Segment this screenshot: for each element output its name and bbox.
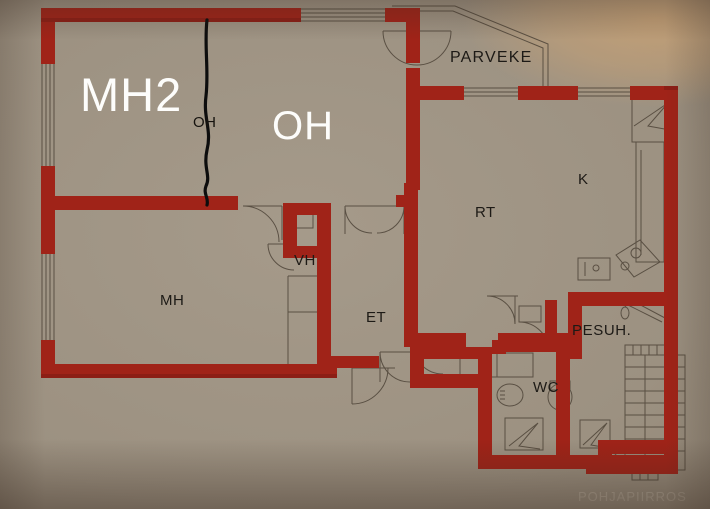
wall-rt-bottom-left — [404, 333, 466, 347]
wall-bottom-left — [41, 364, 337, 378]
double-door-et — [344, 205, 405, 234]
wall-vh-bottom — [283, 246, 317, 258]
window-balcony-b — [578, 87, 630, 97]
wall-top-left — [41, 8, 301, 22]
window-left-lower — [41, 247, 55, 346]
wall-right-lower — [664, 292, 678, 474]
wall-bottom-right-a — [598, 440, 664, 454]
wall-pesuh-stub — [556, 347, 582, 359]
wall-bottom-right-c — [598, 440, 612, 470]
wall-wc-jog — [492, 340, 506, 354]
wall-mh-divider — [48, 196, 238, 210]
wall-balcony-bottom-a — [406, 86, 464, 100]
room-label-oh-small: OH — [193, 114, 217, 131]
door-kitchen-corridor — [486, 295, 518, 325]
kitchen-fixtures — [577, 96, 673, 281]
room-label-k: K — [578, 171, 589, 188]
wall-shading — [41, 18, 678, 378]
window-balcony-a — [464, 87, 518, 97]
wall-wc-left — [478, 347, 492, 467]
wall-rt-left-stub — [396, 195, 406, 207]
walls — [41, 8, 678, 474]
hand-drawn-divider-line — [203, 18, 211, 207]
wall-balcony-left-upper — [406, 8, 420, 63]
wall-right-upper — [664, 86, 678, 292]
room-label-rt: RT — [475, 204, 496, 221]
wall-vh-right-lower — [317, 296, 331, 368]
wall-et-bottom-left — [317, 356, 379, 368]
room-label-mh: MH — [160, 292, 185, 309]
window-left-upper — [41, 57, 55, 173]
room-label-oh-large: OH — [272, 104, 334, 148]
door-oh-left — [242, 205, 283, 243]
wall-pesuh-wc-divider — [545, 300, 557, 352]
wall-balcony-bottom-b — [518, 86, 578, 100]
room-label-wc: WC — [533, 379, 559, 396]
room-label-vh: VH — [294, 252, 316, 269]
wall-corridor-bottom — [410, 374, 492, 388]
room-label-et: ET — [366, 309, 387, 326]
door-corridor-left — [379, 351, 412, 383]
wall-rt-left — [404, 183, 418, 347]
wall-corridor-top — [410, 347, 478, 359]
balcony-outline — [392, 5, 549, 93]
window-top — [300, 8, 388, 22]
room-label-mh2: MH2 — [80, 68, 183, 121]
room-label-pesuh: PESUH. — [572, 322, 632, 339]
wall-left-top-stub — [41, 8, 55, 64]
footer-caption: POHJAPIIRROS — [578, 489, 687, 504]
wall-wc-right — [556, 340, 570, 468]
wall-wc-bottom — [478, 455, 598, 469]
wall-pesuh-top — [568, 292, 678, 306]
room-label-parveke: PARVEKE — [450, 49, 533, 66]
